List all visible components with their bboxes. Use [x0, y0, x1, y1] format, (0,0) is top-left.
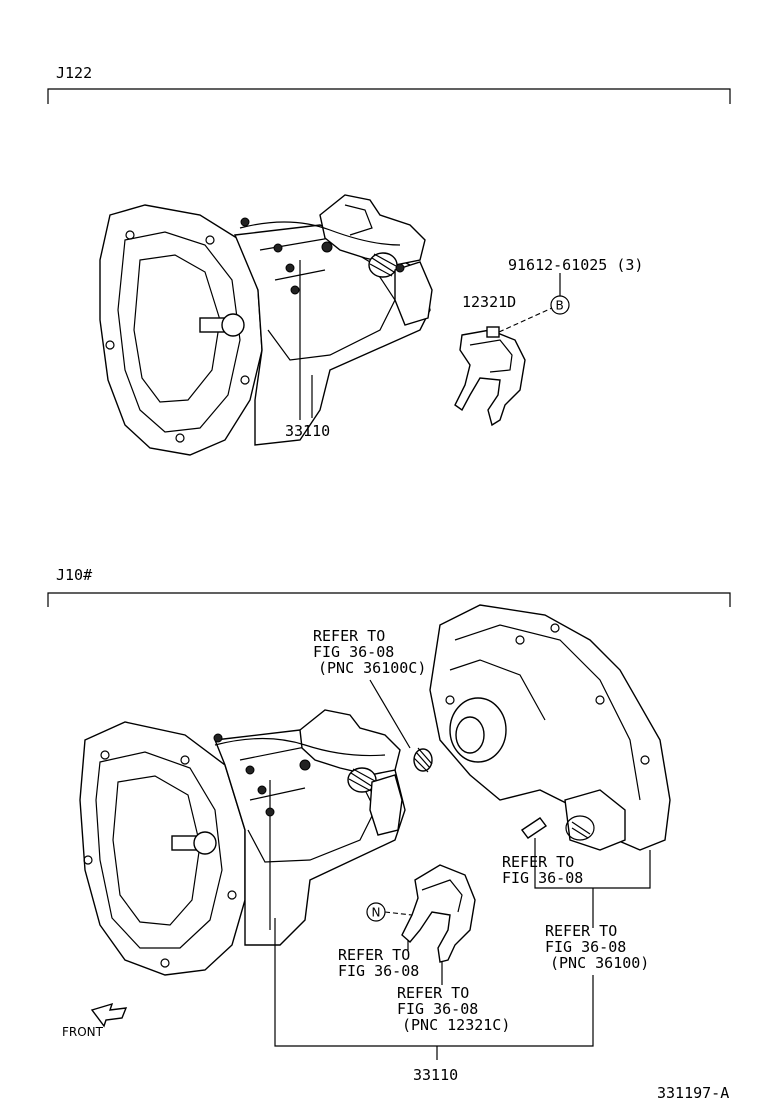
transmission-illustration-top	[99, 194, 433, 456]
callout-b-label: B	[556, 299, 564, 313]
section-title-j10: J10#	[56, 566, 92, 584]
transfer-case-illustration	[429, 604, 671, 851]
section-bracket-j10	[47, 592, 731, 607]
refer-fig-left-line2: FIG 36-08	[338, 962, 419, 980]
section-j122: J122	[47, 64, 731, 456]
front-label: FRONT	[62, 1025, 104, 1039]
dowel-pin-illustration	[520, 817, 548, 839]
refer-36100c-line1: REFER TO	[313, 627, 385, 645]
spring-part-illustration	[413, 747, 433, 773]
refer-fig-right-line2: FIG 36-08	[502, 869, 583, 887]
bracket-12321c-illustration	[401, 864, 476, 963]
bracket-12321d-illustration	[454, 326, 526, 427]
section-bracket-j122	[47, 88, 731, 104]
refer-12321c-line3: (PNC 12321C)	[402, 1016, 510, 1034]
section-j10: J10#	[47, 566, 731, 1084]
refer-fig-left-line1: REFER TO	[338, 946, 410, 964]
refer-36100c-line3: (PNC 36100C)	[318, 659, 426, 677]
leader-36100c	[369, 679, 411, 749]
part-number-33110-top: 33110	[285, 422, 330, 440]
leader-callout-n	[384, 911, 413, 916]
bracket-33110-bottom	[274, 918, 594, 1047]
refer-36100-line1: REFER TO	[545, 922, 617, 940]
refer-36100-line3: (PNC 36100)	[550, 954, 649, 972]
refer-36100-line2: FIG 36-08	[545, 938, 626, 956]
figure-code: 331197-A	[657, 1084, 729, 1102]
part-number-91612-61025: 91612-61025 (3)	[508, 256, 643, 274]
callout-n-label: N	[372, 906, 381, 920]
part-number-12321d: 12321D	[462, 293, 516, 311]
refer-36100c-line2: FIG 36-08	[313, 643, 394, 661]
section-title-j122: J122	[56, 64, 92, 82]
transmission-illustration-bottom	[79, 709, 406, 976]
refer-12321c-line2: FIG 36-08	[397, 1000, 478, 1018]
leader-bolt-b	[498, 307, 553, 333]
part-number-33110-bottom: 33110	[413, 1066, 458, 1084]
refer-fig-right-line1: REFER TO	[502, 853, 574, 871]
front-arrow-icon	[90, 1002, 128, 1028]
refer-12321c-line1: REFER TO	[397, 984, 469, 1002]
